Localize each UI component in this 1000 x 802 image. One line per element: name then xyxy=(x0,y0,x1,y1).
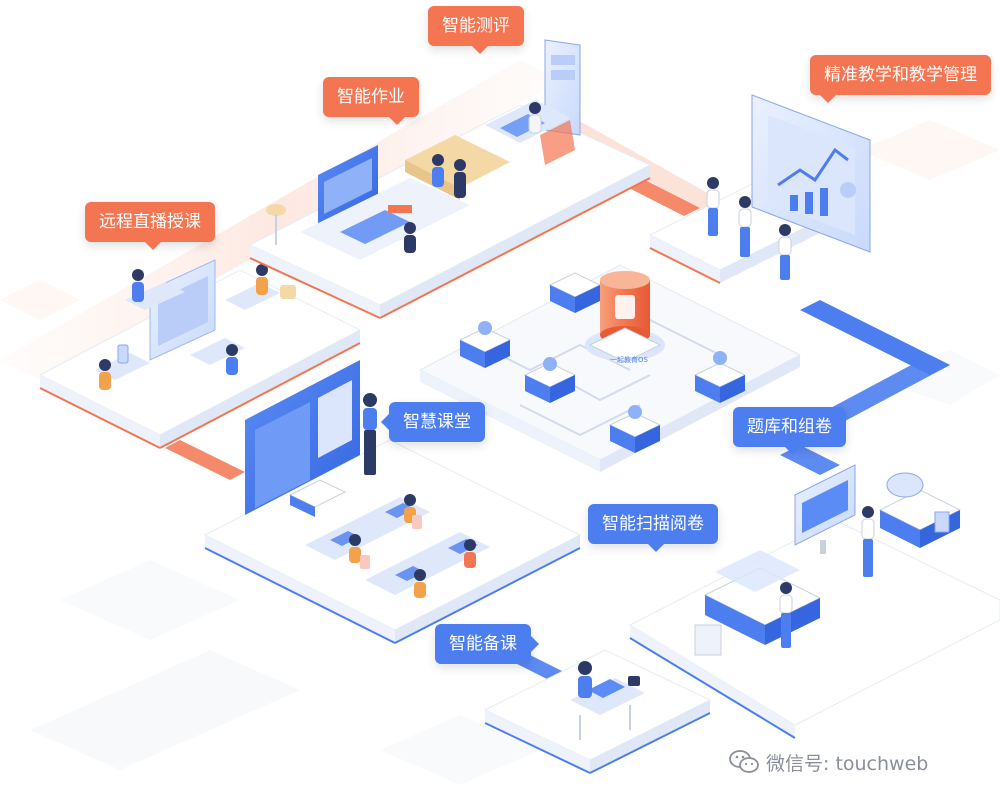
wechat-icon xyxy=(729,750,759,773)
os-module xyxy=(548,272,602,313)
os-module xyxy=(458,321,512,368)
platform-smart-classroom xyxy=(203,360,582,644)
platform-precise-teaching xyxy=(648,94,872,284)
label-smart-homework: 智能作业 xyxy=(323,77,419,125)
platform-center-os: 一起教育OS xyxy=(418,264,802,472)
os-module xyxy=(523,357,577,403)
label-smart-classroom: 智慧课堂 xyxy=(381,402,485,442)
platform-question-bank xyxy=(628,464,1000,739)
background-tiles xyxy=(0,120,1000,785)
center-os-label: 一起教育OS xyxy=(610,355,649,364)
os-module xyxy=(608,405,662,453)
label-remote-live: 远程直播授课 xyxy=(85,202,215,250)
watermark: 微信号: touchweb xyxy=(728,745,978,779)
label-question-bank: 题库和组卷 xyxy=(733,407,846,455)
platform-smart-homework xyxy=(248,39,652,319)
orange-path-link-2 xyxy=(165,440,245,480)
platform-smart-prep xyxy=(483,649,712,774)
label-smart-eval: 智能测评 xyxy=(428,6,524,54)
label-smart-prep: 智能备课 xyxy=(435,624,539,664)
platform-remote-live xyxy=(38,259,362,449)
os-module xyxy=(693,351,747,403)
watermark-text: 微信号: touchweb xyxy=(766,752,929,775)
label-precise-teaching: 精准教学和教学管理 xyxy=(810,55,991,103)
label-smart-scan: 智能扫描阅卷 xyxy=(588,504,718,552)
